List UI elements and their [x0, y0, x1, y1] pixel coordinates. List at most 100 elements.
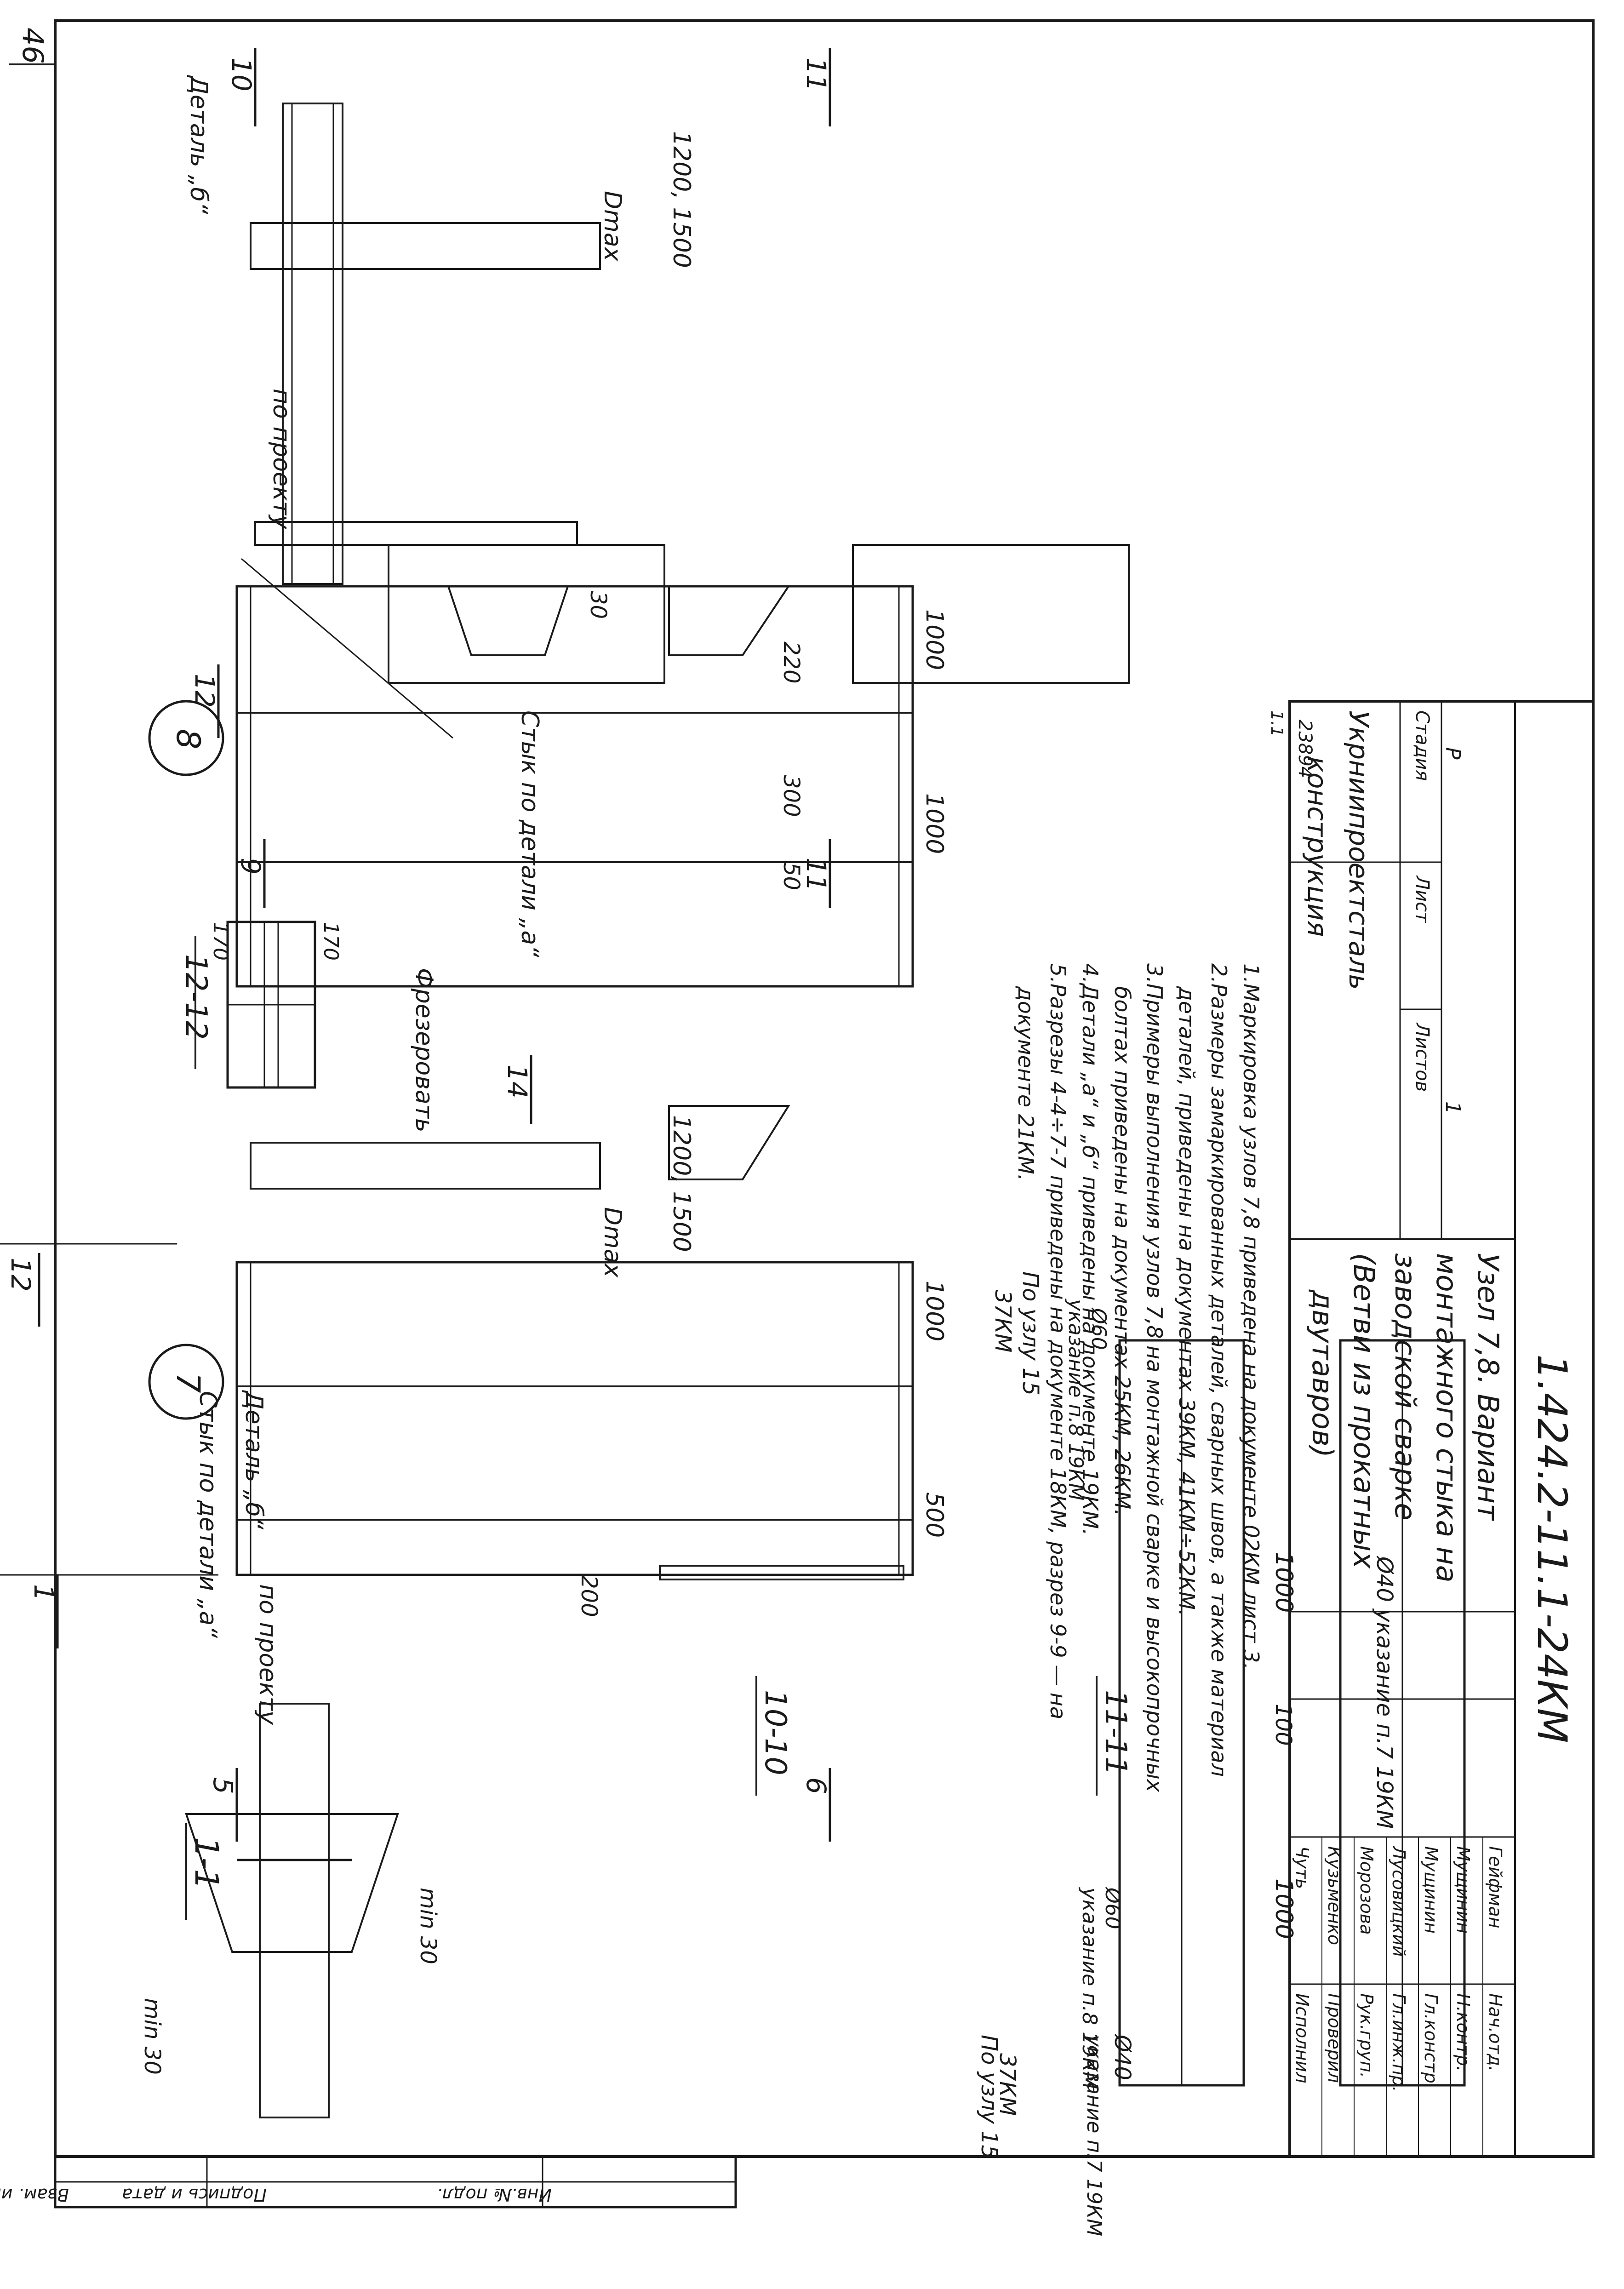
svg-text:37КМ: 37КМ [990, 1290, 1016, 1353]
svg-text:11: 11 [801, 858, 832, 892]
svg-text:Деталь „б“: Деталь „б“ [185, 75, 212, 215]
archive-sheet: 1.1 [1267, 710, 1286, 737]
signature-role: Гл.инж.пр. [1389, 1993, 1409, 2092]
signature-name: Морозова [1356, 1846, 1377, 1935]
section-11-11: 11-11 [1096, 1339, 1466, 2087]
svg-text:3.Примеры выполнения узлов 7,8: 3.Примеры выполнения узлов 7,8 на монтаж… [1142, 963, 1167, 1792]
svg-text:37КМ: 37КМ [995, 2053, 1020, 2116]
svg-text:1000: 1000 [921, 1281, 948, 1341]
svg-text:деталей, приведены на документ: деталей, приведены на документах 39КМ, 4… [1174, 986, 1199, 1616]
section-10-10: 10-10 [755, 1339, 1245, 2087]
svg-text:1: 1 [28, 1584, 59, 1601]
svg-text:1000: 1000 [1270, 1878, 1298, 1939]
svg-text:Стык по детали „а“: Стык по детали „а“ [194, 1391, 222, 1638]
svg-text:Ø40 указание п.7 19КМ: Ø40 указание п.7 19КМ [1372, 1556, 1397, 1829]
svg-text:50: 50 [778, 862, 804, 890]
stage-value: Р [1441, 747, 1464, 760]
signature-name: Мущинин [1453, 1846, 1473, 1934]
node-8-drawing: 8 10 11 9 [148, 48, 1130, 988]
node-7-drawing: 7 5 6 1 12 14 [0, 1055, 914, 1842]
svg-text:указание п.7 19КМ: указание п.7 19КМ [1082, 2034, 1106, 2236]
doc-code: 1.424.2-11.1-24КМ [1528, 1354, 1576, 1743]
section-1-1: 1-1 [185, 1703, 399, 2118]
svg-text:8: 8 [169, 729, 207, 750]
signature-name: Гейфман [1485, 1846, 1505, 1928]
svg-text:Деталь „б“: Деталь „б“ [240, 1390, 268, 1530]
svg-text:200: 200 [576, 1575, 602, 1617]
signature-role: Гл.констр. [1421, 1993, 1441, 2089]
svg-text:4.Детали „а“ и „б“ приведены н: 4.Детали „а“ и „б“ приведены на документ… [1078, 963, 1103, 1536]
svg-text:12: 12 [189, 674, 220, 708]
corner-number: 46 [16, 28, 50, 64]
svg-text:10-10: 10-10 [758, 1690, 792, 1775]
notes: 1.Маркировка узлов 7,8 приведена на доку… [1013, 963, 1264, 1792]
svg-text:220: 220 [778, 641, 804, 684]
archive-number: 23894 [1294, 720, 1315, 778]
signature-name: Чуть [1292, 1846, 1312, 1889]
svg-text:указание п.8 19КМ: указание п.8 19КМ [1064, 1298, 1087, 1500]
sheets-header: Листов [1412, 1022, 1433, 1092]
signature-name: Мущинин [1421, 1846, 1441, 1934]
svg-text:300: 300 [778, 775, 804, 817]
svg-text:12: 12 [5, 1258, 36, 1292]
svg-text:30: 30 [585, 591, 611, 619]
svg-text:по проекту: по проекту [268, 389, 295, 530]
signature-role: Н.контр. [1453, 1993, 1473, 2072]
svg-text:Ø40: Ø40 [1109, 2034, 1135, 2080]
binding-strip: Инв.№ подл. Подпись и дата Взам. инв.№ [0, 2155, 737, 2209]
svg-text:По узлу 15: По узлу 15 [976, 2035, 1002, 2159]
sheets-value: 1 [1441, 1101, 1464, 1114]
svg-text:Ø60: Ø60 [1087, 1307, 1110, 1350]
svg-text:1000: 1000 [1270, 1552, 1298, 1613]
svg-text:Dmax: Dmax [599, 1207, 626, 1278]
signature-name: Лусовицкий [1389, 1845, 1409, 1957]
drawing-labels: Деталь „б“ по проекту 1200, 1500 Dmax Ст… [139, 75, 1397, 2236]
svg-text:5.Разрезы 4-4÷7-7 приведены на: 5.Разрезы 4-4÷7-7 приведены на документе… [1046, 963, 1070, 1719]
svg-text:11: 11 [801, 57, 832, 92]
signature-role: Рук.груп. [1356, 1993, 1377, 2078]
svg-text:6: 6 [801, 1777, 832, 1794]
svg-text:болтах приведены на документах: болтах приведены на документах 25КМ, 26К… [1110, 986, 1135, 1516]
svg-text:по проекту: по проекту [254, 1584, 281, 1725]
svg-text:100: 100 [1270, 1704, 1296, 1746]
title-block: 1.424.2-11.1-24КМ Стадия Лист Листов Р 1… [1267, 700, 1595, 2158]
node-8-circle [148, 700, 224, 776]
svg-text:Взам. инв.№: Взам. инв.№ [0, 2185, 69, 2205]
title-line-4: (Ветви из прокатных [1347, 1253, 1381, 1569]
svg-text:Dmax: Dmax [599, 191, 626, 262]
svg-text:Фрезеровать: Фрезеровать [410, 968, 438, 1133]
svg-text:1.Маркировка узлов 7,8 приведе: 1.Маркировка узлов 7,8 приведена на доку… [1239, 963, 1264, 1670]
svg-text:1200, 1500: 1200, 1500 [668, 131, 695, 268]
svg-text:Подпись и дата: Подпись и дата [122, 2185, 267, 2205]
svg-text:Ø60: Ø60 [1101, 1887, 1124, 1929]
stage-header: Стадия [1412, 710, 1433, 781]
svg-text:указание п.8 19КМ: указание п.8 19КМ [1078, 1887, 1101, 2089]
svg-text:1-1: 1-1 [188, 1837, 225, 1889]
svg-text:14: 14 [502, 1064, 533, 1099]
svg-text:9: 9 [235, 858, 266, 875]
svg-text:min 30: min 30 [415, 1888, 441, 1964]
signature-role: Нач.отд. [1485, 1993, 1505, 2072]
svg-text:170: 170 [319, 922, 343, 961]
svg-text:По узлу 15: По узлу 15 [1018, 1271, 1043, 1396]
title-line-1: Узел 7,8. Вариант [1471, 1253, 1505, 1521]
svg-text:min 30: min 30 [139, 1998, 165, 2075]
svg-text:500: 500 [921, 1492, 948, 1538]
node-7-circle [148, 1344, 224, 1420]
svg-text:2.Размеры замаркированных дета: 2.Размеры замаркированных деталей, сварн… [1207, 963, 1231, 1777]
svg-text:Стык по детали „а“: Стык по детали „а“ [516, 710, 543, 958]
svg-text:1000: 1000 [921, 609, 948, 670]
svg-text:10: 10 [226, 57, 257, 92]
section-12-12: 12-12 [179, 921, 316, 1089]
svg-text:документе 21КМ.: документе 21КМ. [1013, 986, 1038, 1181]
sheet-header: Лист [1412, 875, 1433, 923]
svg-text:11-11: 11-11 [1098, 1690, 1132, 1775]
svg-text:5: 5 [207, 1777, 239, 1794]
svg-text:1200, 1500: 1200, 1500 [668, 1115, 695, 1252]
org-line-2: конструкция [1302, 756, 1333, 937]
rotated-content: 1.424.2-11.1-24КМ Стадия Лист Листов Р 1… [0, 48, 1595, 2236]
title-line-5: двутавров) [1306, 1289, 1339, 1458]
svg-text:1000: 1000 [921, 793, 948, 854]
